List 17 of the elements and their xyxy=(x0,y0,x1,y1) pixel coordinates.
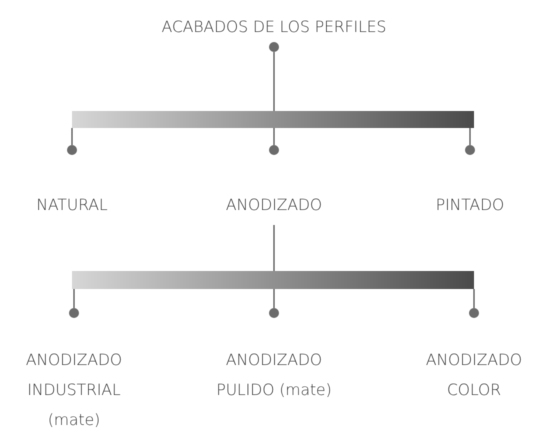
node-label: ANODIZADO INDUSTRIAL (mate) xyxy=(24,350,124,431)
connector-line xyxy=(71,128,73,145)
node-label: NATURAL xyxy=(36,195,108,216)
connector-line xyxy=(473,289,475,308)
node-label: ANODIZADO PULIDO (mate) xyxy=(215,350,333,401)
node-label: PINTADO xyxy=(436,195,504,216)
connector-line xyxy=(273,52,275,111)
node-label: ANODIZADO xyxy=(226,195,322,216)
connector-line xyxy=(273,128,275,145)
gradient-bar xyxy=(72,271,474,289)
connector-line xyxy=(469,128,471,145)
connector-line xyxy=(273,289,275,308)
node-label: ANODIZADO COLOR xyxy=(424,350,524,401)
node-label: ACABADOS DE LOS PERFILES xyxy=(162,17,386,38)
connector-line xyxy=(273,225,275,271)
connector-line xyxy=(73,289,75,308)
gradient-bar xyxy=(72,111,474,128)
